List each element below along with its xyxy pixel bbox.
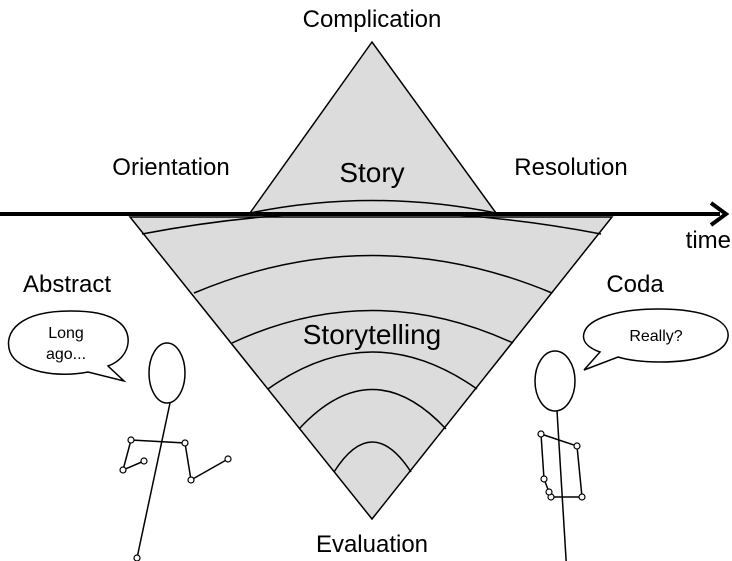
arc-5 (298, 388, 447, 430)
label-storytelling: Storytelling (303, 319, 442, 350)
left-speech-line2: ago... (46, 346, 86, 363)
right-figure-head (534, 350, 576, 412)
label-coda: Coda (606, 271, 664, 298)
right-stick-figure (534, 350, 586, 561)
label-orientation: Orientation (112, 154, 229, 181)
left-stick-figure (119, 342, 232, 561)
left-figure-body (136, 402, 171, 559)
right-figure-body (556, 410, 567, 561)
label-story: Story (339, 157, 404, 188)
label-time: time (686, 227, 731, 254)
arc-4 (267, 351, 478, 390)
arc-6 (333, 441, 412, 473)
label-complication: Complication (303, 6, 442, 33)
left-speech-line1: Long (48, 325, 84, 342)
label-resolution: Resolution (514, 154, 627, 181)
right-speech-text: Really? (629, 328, 682, 345)
story-base-arc (249, 199, 497, 214)
arc-2 (193, 254, 553, 294)
label-evaluation: Evaluation (316, 531, 428, 558)
label-abstract: Abstract (23, 271, 111, 298)
storytelling-triangle (128, 216, 614, 521)
arc-3 (231, 309, 514, 344)
time-axis-arrowhead (709, 201, 730, 227)
left-figure-arms (130, 439, 229, 482)
left-speech-bubble: Long ago... (7, 310, 129, 383)
left-figure-head (148, 342, 186, 404)
right-speech-bubble: Really? (582, 308, 729, 371)
right-figure-arms (540, 433, 583, 498)
left-figure-lower-arm (121, 439, 145, 472)
right-figure-lower-arm (540, 433, 550, 493)
